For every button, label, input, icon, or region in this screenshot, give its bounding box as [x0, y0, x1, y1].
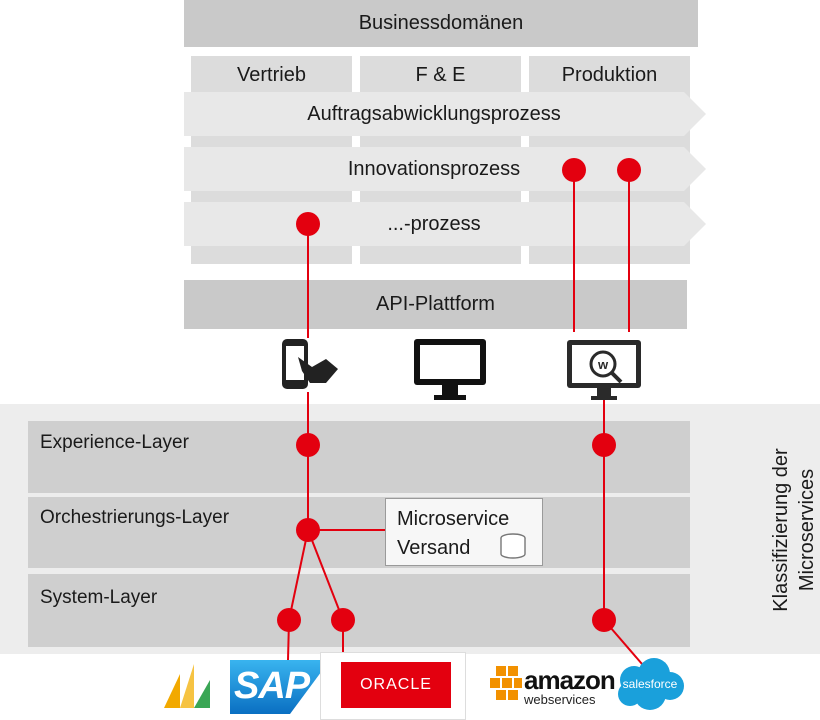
process-arrow-1 [184, 92, 706, 136]
dot-experience-left [296, 433, 320, 457]
domain-fe-text: F & E [415, 63, 466, 86]
system-layer-label: System-Layer [40, 587, 158, 608]
dynamics-logo-icon [164, 664, 210, 708]
smartphone-touch-icon [282, 339, 338, 389]
process-arrow-3 [184, 202, 706, 246]
svg-text:w: w [597, 357, 609, 372]
amazon-logo-subtext: webservices [524, 692, 596, 707]
sap-logo: SAP [230, 660, 330, 714]
microservice-line1: Microservice [397, 508, 510, 530]
domain-produktion-text: Produktion [561, 63, 658, 86]
dot-innovation-1 [562, 158, 586, 182]
dot-system-oracle [331, 608, 355, 632]
dot-orchestration [296, 518, 320, 542]
process-generic-text: ...-prozess [387, 212, 481, 235]
system-layer [28, 574, 690, 647]
monitor-icon [414, 339, 486, 400]
experience-layer-label: Experience-Layer [40, 432, 189, 453]
orchestrierungs-layer-label: Orchestrierungs-Layer [40, 507, 230, 528]
orchestrierungs-layer [28, 497, 690, 568]
domain-vertrieb-text: Vertrieb [237, 63, 306, 86]
amazon-logo-text: amazon [524, 665, 616, 695]
process-label-auftrag: Auftragsabwicklungsprozess [184, 92, 684, 136]
salesforce-cloud-icon [618, 658, 684, 710]
dot-experience-right [592, 433, 616, 457]
amazon-logo: amazon webservices [524, 665, 616, 707]
domain-label-fe: F & E [360, 58, 521, 92]
dot-system-salesforce [592, 608, 616, 632]
domain-label-vertrieb: Vertrieb [191, 58, 352, 92]
salesforce-logo-text: salesforce [622, 677, 678, 691]
database-icon [500, 533, 526, 559]
dot-innovation-2 [617, 158, 641, 182]
api-platform: API-Plattform [184, 280, 687, 329]
dot-process-generic [296, 212, 320, 236]
business-domains-header: Businessdomänen [184, 0, 698, 47]
process-label-generic: ...-prozess [184, 202, 684, 246]
aws-cubes-icon [490, 666, 522, 700]
process-innovation-text: Innovationsprozess [347, 157, 521, 180]
experience-layer [28, 421, 690, 493]
web-search-monitor-icon: w [567, 340, 641, 400]
microservice-line2: Versand [397, 537, 471, 559]
process-label-innovation: Innovationsprozess [184, 147, 684, 191]
api-platform-label: API-Plattform [376, 293, 495, 315]
sap-logo-text: SAP [234, 665, 310, 707]
oracle-logo-text: ORACLE [360, 676, 432, 693]
oracle-logo: ORACLE [341, 662, 451, 708]
business-domains-title: Businessdomänen [358, 12, 524, 34]
domain-label-produktion: Produktion [529, 58, 690, 92]
dot-system-sap [277, 608, 301, 632]
process-auftrag-text: Auftragsabwicklungsprozess [307, 102, 561, 125]
